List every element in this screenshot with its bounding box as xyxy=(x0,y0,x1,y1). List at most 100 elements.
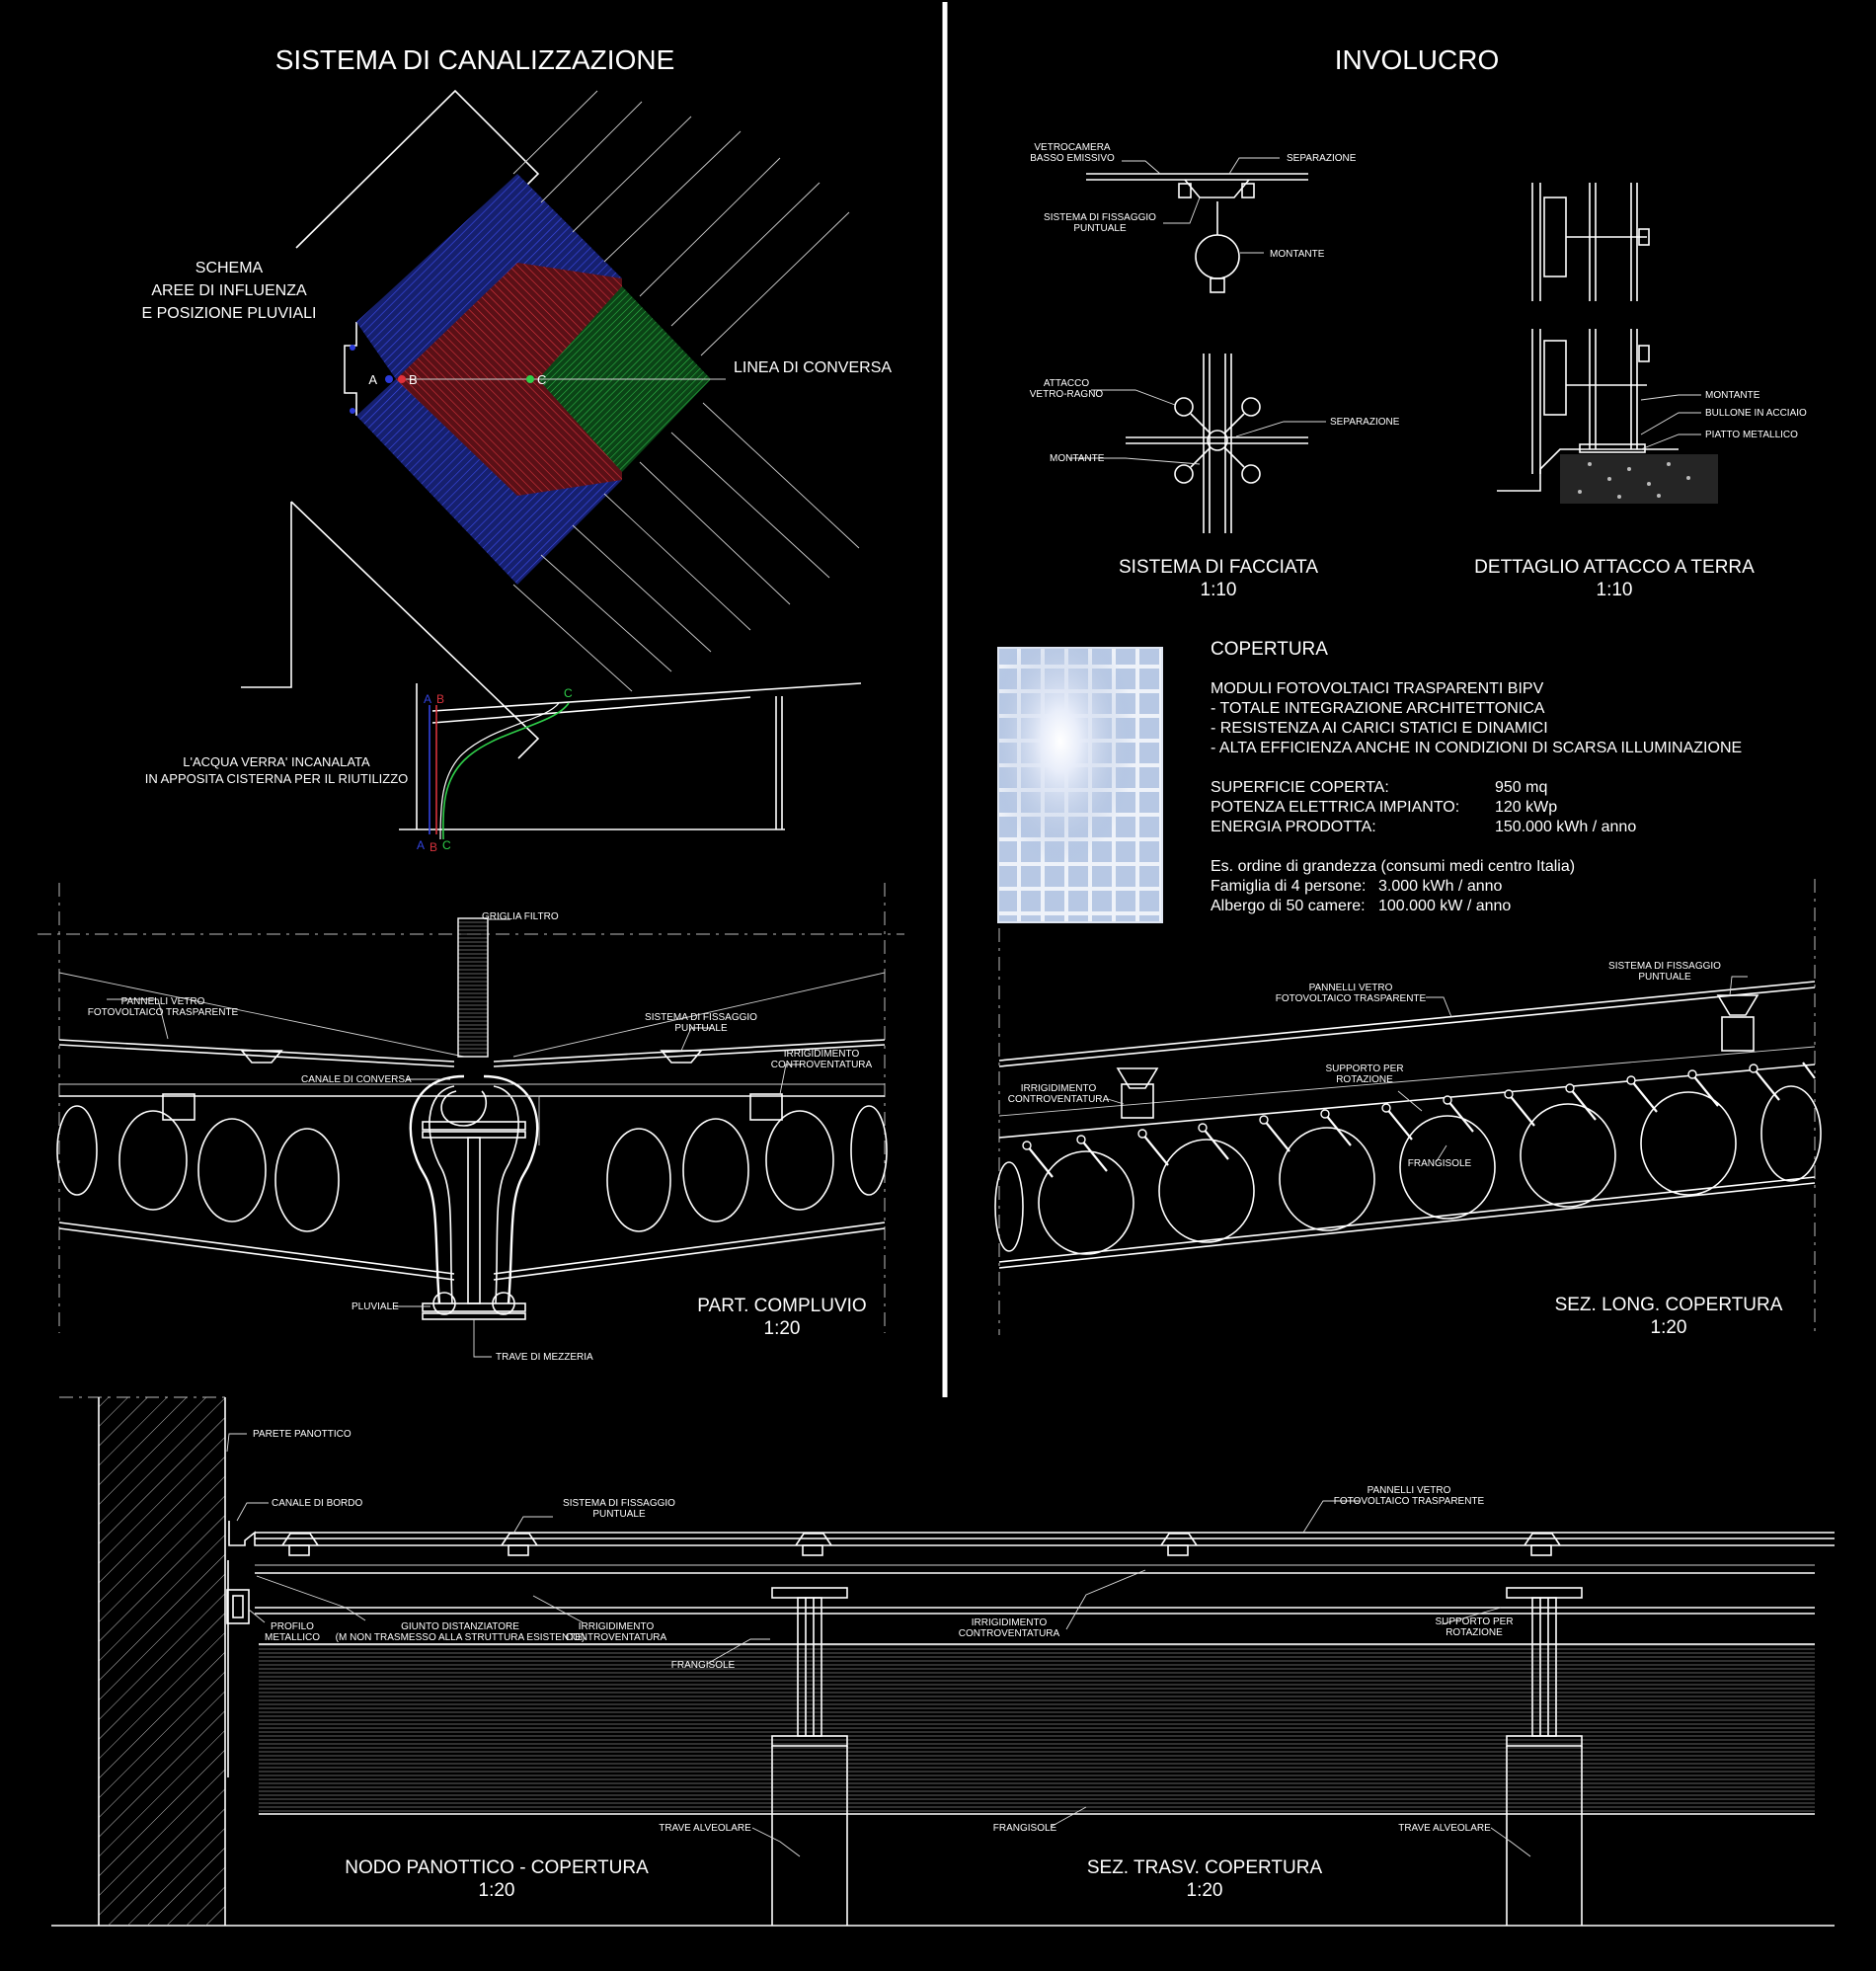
stat-value: 150.000 kWh / anno xyxy=(1495,819,1637,835)
label-compluvio-irrig-2: CONTROVENTATURA xyxy=(771,1060,873,1070)
label-frangisole-2: FRANGISOLE xyxy=(993,1823,1057,1834)
label-long-supporto-1: SUPPORTO PER xyxy=(1325,1064,1403,1074)
example-row: Albergo di 50 camere: 100.000 kW / anno xyxy=(1211,897,1823,916)
water-section-diagram: A B C A B C L'ACQUA VERRA' INCANALATA IN… xyxy=(145,682,862,854)
example-label: Albergo di 50 camere: xyxy=(1211,898,1366,914)
attacco-terra-detail: MONTANTE BULLONE IN ACCIAIO PIATTO METAL… xyxy=(1474,183,1807,600)
area-blue xyxy=(356,174,622,379)
trasv-title: SEZ. TRASV. COPERTURA xyxy=(1087,1857,1323,1878)
copertura-heading: COPERTURA xyxy=(1211,639,1328,660)
label-bottom-fissaggio-2: PUNTUALE xyxy=(592,1509,646,1520)
label-trave-mezzeria: TRAVE DI MEZZERIA xyxy=(496,1352,593,1363)
label-bottom-fissaggio-1: SISTEMA DI FISSAGGIO xyxy=(563,1498,675,1509)
point-c-label: C xyxy=(537,372,546,387)
label-long-frangisole: FRANGISOLE xyxy=(1408,1158,1472,1169)
svg-text:C: C xyxy=(442,838,451,852)
label-montante-2: MONTANTE xyxy=(1050,453,1105,464)
facciata-scale: 1:10 xyxy=(1201,580,1237,600)
label-bottom-pannelli-1: PANNELLI VETRO xyxy=(1368,1485,1451,1496)
label-frangisole-1: FRANGISOLE xyxy=(671,1660,736,1671)
water-caption-1: L'ACQUA VERRA' INCANALATA xyxy=(183,754,370,769)
svg-text:C: C xyxy=(564,686,573,700)
label-long-fissaggio-2: PUNTUALE xyxy=(1638,972,1691,983)
label-griglia-filtro: GRIGLIA FILTRO xyxy=(482,911,559,922)
label-profilo-1: PROFILO xyxy=(271,1621,314,1632)
nodo-scale: 1:20 xyxy=(479,1880,515,1901)
terra-title: DETTAGLIO ATTACCO A TERRA xyxy=(1474,557,1755,578)
beam-2 xyxy=(1506,1587,1583,1926)
label-bottom-supporto-2: ROTAZIONE xyxy=(1446,1627,1503,1638)
example-value: 100.000 kW / anno xyxy=(1378,898,1512,914)
label-giunto-1: GIUNTO DISTANZIATORE xyxy=(401,1621,519,1632)
linea-di-conversa-label: LINEA DI CONVERSA xyxy=(734,359,892,376)
example-label: Famiglia di 4 persone: xyxy=(1211,878,1367,895)
label-bottom-irrig1-1: IRRIGIDIMENTO xyxy=(579,1621,655,1632)
svg-text:A: A xyxy=(424,692,431,706)
point-a-label: A xyxy=(368,372,377,387)
svg-text:B: B xyxy=(436,692,444,706)
label-compluvio-fissaggio-2: PUNTUALE xyxy=(674,1023,728,1034)
nodo-title: NODO PANOTTICO - COPERTURA xyxy=(345,1857,649,1878)
compluvio-title: PART. COMPLUVIO xyxy=(697,1296,866,1316)
area-blue-lower xyxy=(356,379,622,585)
svg-text:B: B xyxy=(430,840,437,854)
svg-text:A: A xyxy=(417,838,425,852)
schema-caption-2: AREE DI INFLUENZA xyxy=(151,282,307,299)
label-fissaggio-1: SISTEMA DI FISSAGGIO xyxy=(1044,212,1156,223)
label-bottom-supporto-1: SUPPORTO PER xyxy=(1435,1616,1513,1627)
label-compluvio-pannelli-2: FOTOVOLTAICO TRASPARENTE xyxy=(88,1007,239,1018)
label-canale-bordo: CANALE DI BORDO xyxy=(272,1498,362,1509)
label-vetrocamera-2: BASSO EMISSIVO xyxy=(1030,153,1115,164)
trasv-scale: 1:20 xyxy=(1187,1880,1223,1901)
stat-row: ENERGIA PRODOTTA: 150.000 kWh / anno xyxy=(1211,818,1823,837)
compluvio-scale: 1:20 xyxy=(764,1318,801,1339)
label-long-irrig-2: CONTROVENTATURA xyxy=(1008,1094,1110,1105)
sez-long-detail: PANNELLI VETRO FOTOVOLTAICO TRASPARENTE … xyxy=(994,879,1822,1338)
point-b-label: B xyxy=(409,372,418,387)
title-sistema-canalizzazione: SISTEMA DI CANALIZZAZIONE xyxy=(275,44,675,75)
copertura-line-1: MODULI FOTOVOLTAICI TRASPARENTI BIPV xyxy=(1211,680,1544,697)
copertura-line-2: - TOTALE INTEGRAZIONE ARCHITETTONICA xyxy=(1211,700,1545,717)
label-terra-montante: MONTANTE xyxy=(1705,390,1760,401)
label-parete-panottico: PARETE PANOTTICO xyxy=(253,1429,352,1440)
title-involucro: INVOLUCRO xyxy=(1335,44,1499,75)
stat-label: ENERGIA PRODOTTA: xyxy=(1211,819,1376,835)
label-long-irrig-1: IRRIGIDIMENTO xyxy=(1021,1083,1097,1094)
label-long-supporto-2: ROTAZIONE xyxy=(1336,1074,1393,1085)
label-compluvio-irrig-1: IRRIGIDIMENTO xyxy=(784,1049,860,1060)
label-vetrocamera-1: VETROCAMERA xyxy=(1034,142,1111,153)
label-long-pannelli-2: FOTOVOLTAICO TRASPARENTE xyxy=(1276,993,1427,1004)
terra-scale: 1:10 xyxy=(1597,580,1633,600)
compluvio-detail: GRIGLIA FILTRO PANNELLI VETRO FOTOVOLTAI… xyxy=(38,883,904,1363)
stat-row: SUPERFICIE COPERTA: 950 mq xyxy=(1211,778,1823,798)
label-pluviale: PLUVIALE xyxy=(352,1301,399,1312)
copertura-line-3: - RESISTENZA AI CARICI STATICI E DINAMIC… xyxy=(1211,720,1548,737)
example-row: Famiglia di 4 persone: 3.000 kWh / anno xyxy=(1211,877,1823,897)
label-compluvio-fissaggio-1: SISTEMA DI FISSAGGIO xyxy=(645,1012,757,1023)
facciata-detail: VETROCAMERA BASSO EMISSIVO SEPARAZIONE S… xyxy=(1030,142,1400,600)
schema-diagram: A B C LINEA DI CONVERSA SCHEMA AREE DI I… xyxy=(142,89,892,759)
label-fissaggio-2: PUNTUALE xyxy=(1073,223,1127,234)
example-value: 3.000 kWh / anno xyxy=(1378,878,1503,895)
stat-row: POTENZA ELETTRICA IMPIANTO: 120 kWp xyxy=(1211,798,1823,818)
label-long-fissaggio-1: SISTEMA DI FISSAGGIO xyxy=(1608,961,1721,972)
label-canale-conversa: CANALE DI CONVERSA xyxy=(301,1074,412,1085)
label-separazione: SEPARAZIONE xyxy=(1287,153,1357,164)
label-bottom-pannelli-2: FOTOVOLTAICO TRASPARENTE xyxy=(1334,1496,1485,1507)
label-attacco-2: VETRO-RAGNO xyxy=(1030,389,1104,400)
bottom-section-detail: PARETE PANOTTICO CANALE DI BORDO SISTEMA… xyxy=(51,1396,1835,1927)
label-attacco-1: ATTACCO xyxy=(1044,378,1090,389)
long-title: SEZ. LONG. COPERTURA xyxy=(1555,1295,1783,1315)
label-compluvio-pannelli-1: PANNELLI VETRO xyxy=(121,996,205,1007)
schema-caption-3: E POSIZIONE PLUVIALI xyxy=(142,305,317,322)
label-long-pannelli-1: PANNELLI VETRO xyxy=(1309,983,1393,993)
stat-value: 120 kWp xyxy=(1495,799,1558,816)
example-heading: Es. ordine di grandezza (consumi medi ce… xyxy=(1211,858,1576,875)
label-bottom-irrig1-2: CONTROVENTATURA xyxy=(566,1632,667,1643)
copertura-line-4: - ALTA EFFICIENZA ANCHE IN CONDIZIONI DI… xyxy=(1211,740,1743,756)
water-caption-2: IN APPOSITA CISTERNA PER IL RIUTILIZZO xyxy=(145,771,409,786)
label-separazione-2: SEPARAZIONE xyxy=(1330,417,1400,428)
stat-value: 950 mq xyxy=(1495,779,1548,796)
label-terra-piatto: PIATTO METALLICO xyxy=(1705,430,1798,440)
